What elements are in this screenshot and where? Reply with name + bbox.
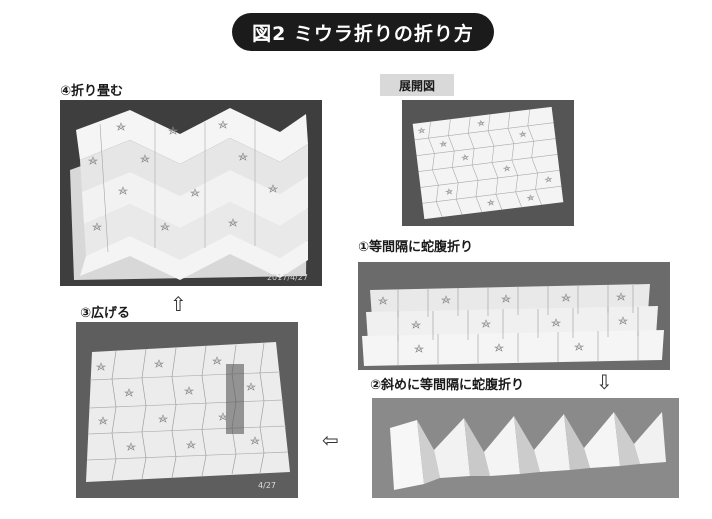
step1-label: ①等間隔に蛇腹折り (358, 240, 474, 255)
step2-label: ②斜めに等間隔に蛇腹折り (370, 378, 525, 393)
up-arrow-icon: ⇧ (170, 292, 187, 316)
step3-photo-stamp: 4/27 (258, 481, 276, 490)
figure-title: 図2 ミウラ折りの折り方 (232, 13, 494, 51)
step2-photo (372, 398, 679, 498)
step1-photo (358, 262, 670, 370)
step4-photo-stamp: 2017/4/27 (267, 273, 308, 282)
step4-label: ④折り畳む (60, 84, 124, 99)
step4-photo: 2017/4/27 (60, 100, 322, 286)
left-arrow-icon: ⇦ (322, 428, 339, 452)
step3-photo: 4/27 (76, 322, 298, 498)
crease-pattern-tag: 展開図 (380, 74, 454, 96)
step3-label: ③広げる (80, 306, 131, 321)
down-arrow-icon: ⇩ (596, 370, 613, 394)
crease-pattern-photo (402, 100, 574, 226)
